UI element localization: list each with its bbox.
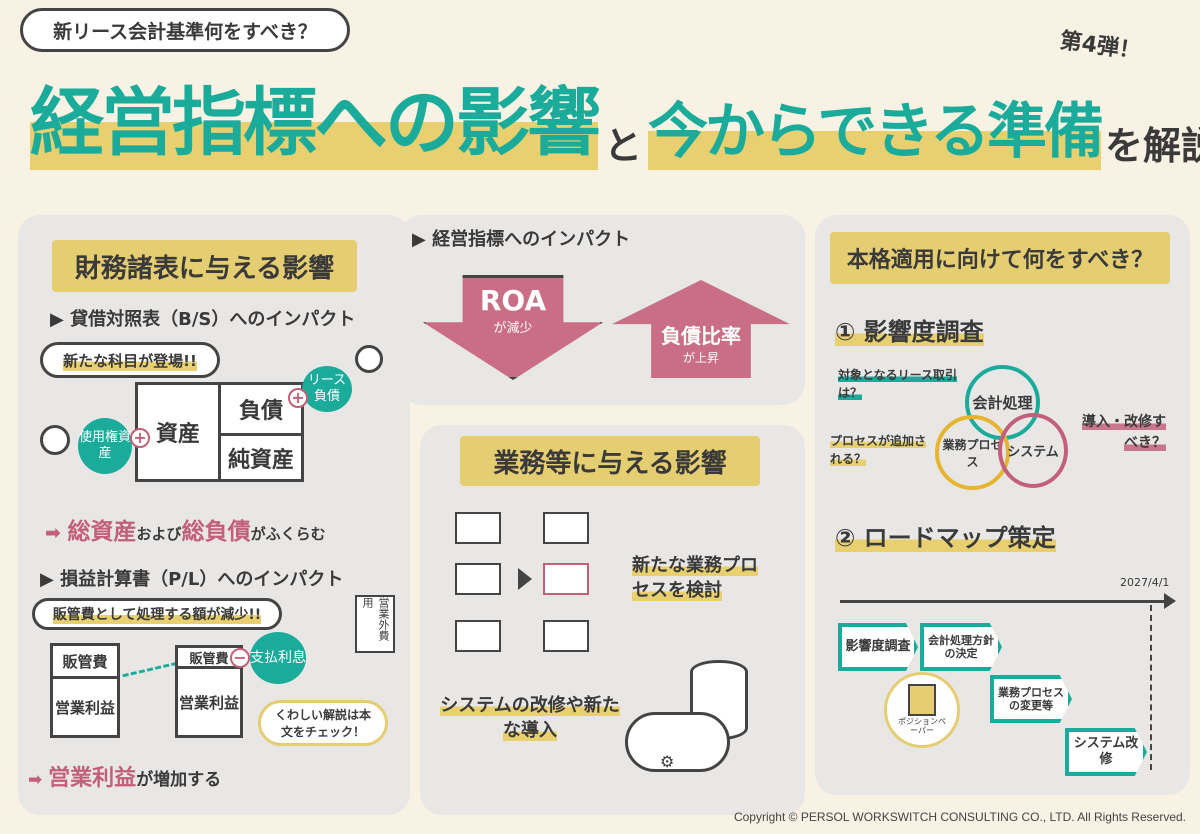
sga-box-before: 販管費 bbox=[50, 643, 120, 679]
equity-box: 純資産 bbox=[218, 433, 304, 482]
asset-box: 資産 bbox=[135, 382, 221, 482]
flow-box bbox=[543, 620, 589, 652]
flow-box-new bbox=[543, 563, 589, 595]
pl-heading: ▶ 損益計算書（P/L）へのインパクト bbox=[40, 569, 344, 590]
bs-heading: ▶ 貸借対照表（B/S）へのインパクト bbox=[50, 309, 356, 330]
flow-box bbox=[455, 620, 501, 652]
arrow-right-icon: ➡ bbox=[28, 770, 43, 790]
process-text: 新たな業務プロセスを検討 bbox=[632, 555, 758, 602]
lease-liability-bag: リース負債 bbox=[302, 366, 352, 412]
deadline-line bbox=[1150, 605, 1152, 770]
op-profit-box-after: 営業利益 bbox=[175, 666, 243, 738]
step1-heading: ① 影響度調査 bbox=[835, 318, 984, 346]
arrow-head-icon bbox=[1164, 593, 1176, 609]
question-leases: 対象となるリース取引は？ bbox=[838, 368, 958, 400]
triangle-arrow-icon bbox=[518, 568, 532, 590]
pl-result: ➡ 営業利益が増加する bbox=[28, 766, 222, 791]
bs-bubble: 新たな科目が登場!! bbox=[40, 342, 220, 378]
title-part1: 経営指標への影響 bbox=[30, 63, 601, 170]
cloud-icon bbox=[625, 712, 730, 772]
title-suffix: を解説！ bbox=[1105, 124, 1200, 168]
position-paper: ポジションペーパー bbox=[884, 672, 960, 748]
note-cloud: くわしい解説は本文をチェック！ bbox=[258, 700, 388, 746]
kpi-heading: ▶ 経営指標へのインパクト bbox=[412, 229, 631, 250]
op-profit-box-before: 営業利益 bbox=[50, 676, 120, 738]
copyright: Copyright © PERSOL WORKSWITCH CONSULTING… bbox=[733, 810, 1186, 824]
system-text: システムの改修や新たな導入 bbox=[440, 695, 620, 742]
non-op-sign: 営業外費用 bbox=[355, 595, 395, 653]
bs-result: ➡ 総資産および総負債がふくらむ bbox=[45, 519, 326, 545]
flow-box bbox=[455, 563, 501, 595]
timeline-axis bbox=[840, 600, 1170, 603]
right-banner: 本格適用に向けて何をすべき？ bbox=[830, 232, 1170, 284]
stick-figure-icon bbox=[40, 425, 70, 455]
title-and: と bbox=[604, 124, 643, 168]
rou-asset-bag: 使用権資産 bbox=[78, 418, 132, 474]
task-system-upgrade: システム改修 bbox=[1065, 728, 1147, 776]
title-part2: 今からできる準備 bbox=[648, 83, 1104, 170]
task-impact-survey: 影響度調査 bbox=[838, 623, 918, 671]
plus-icon: + bbox=[130, 428, 150, 448]
left-banner: 財務諸表に与える影響 bbox=[52, 240, 357, 292]
task-process-change: 業務プロセスの変更等 bbox=[990, 675, 1072, 723]
question-process: プロセスが追加される？ bbox=[830, 434, 927, 466]
roadmap-date: 2027/4/1 bbox=[1120, 576, 1170, 589]
document-icon bbox=[908, 684, 936, 717]
pl-bubble: 販管費として処理する額が減少!! bbox=[32, 598, 282, 630]
question-system: 導入・改修すべき？ bbox=[1082, 414, 1166, 451]
gear-icon: ⚙ bbox=[660, 752, 675, 771]
circle-system: システム bbox=[998, 413, 1068, 488]
plus-icon: + bbox=[288, 388, 308, 408]
stick-figure-icon bbox=[355, 345, 383, 373]
arrow-right-icon: ➡ bbox=[45, 522, 61, 544]
flow-box bbox=[455, 512, 501, 544]
operations-banner: 業務等に与える影響 bbox=[460, 436, 760, 486]
flow-box bbox=[543, 512, 589, 544]
interest-bag: 支払利息 bbox=[250, 632, 306, 684]
header-title: 経営指標への影響 と 今からできる準備 を解説！ bbox=[30, 60, 1200, 170]
minus-icon: − bbox=[230, 648, 250, 668]
step2-heading: ② ロードマップ策定 bbox=[835, 524, 1056, 552]
task-accounting-policy: 会計処理方針の決定 bbox=[920, 623, 1002, 671]
header-bubble: 新リース会計基準何をすべき？ bbox=[20, 8, 350, 52]
